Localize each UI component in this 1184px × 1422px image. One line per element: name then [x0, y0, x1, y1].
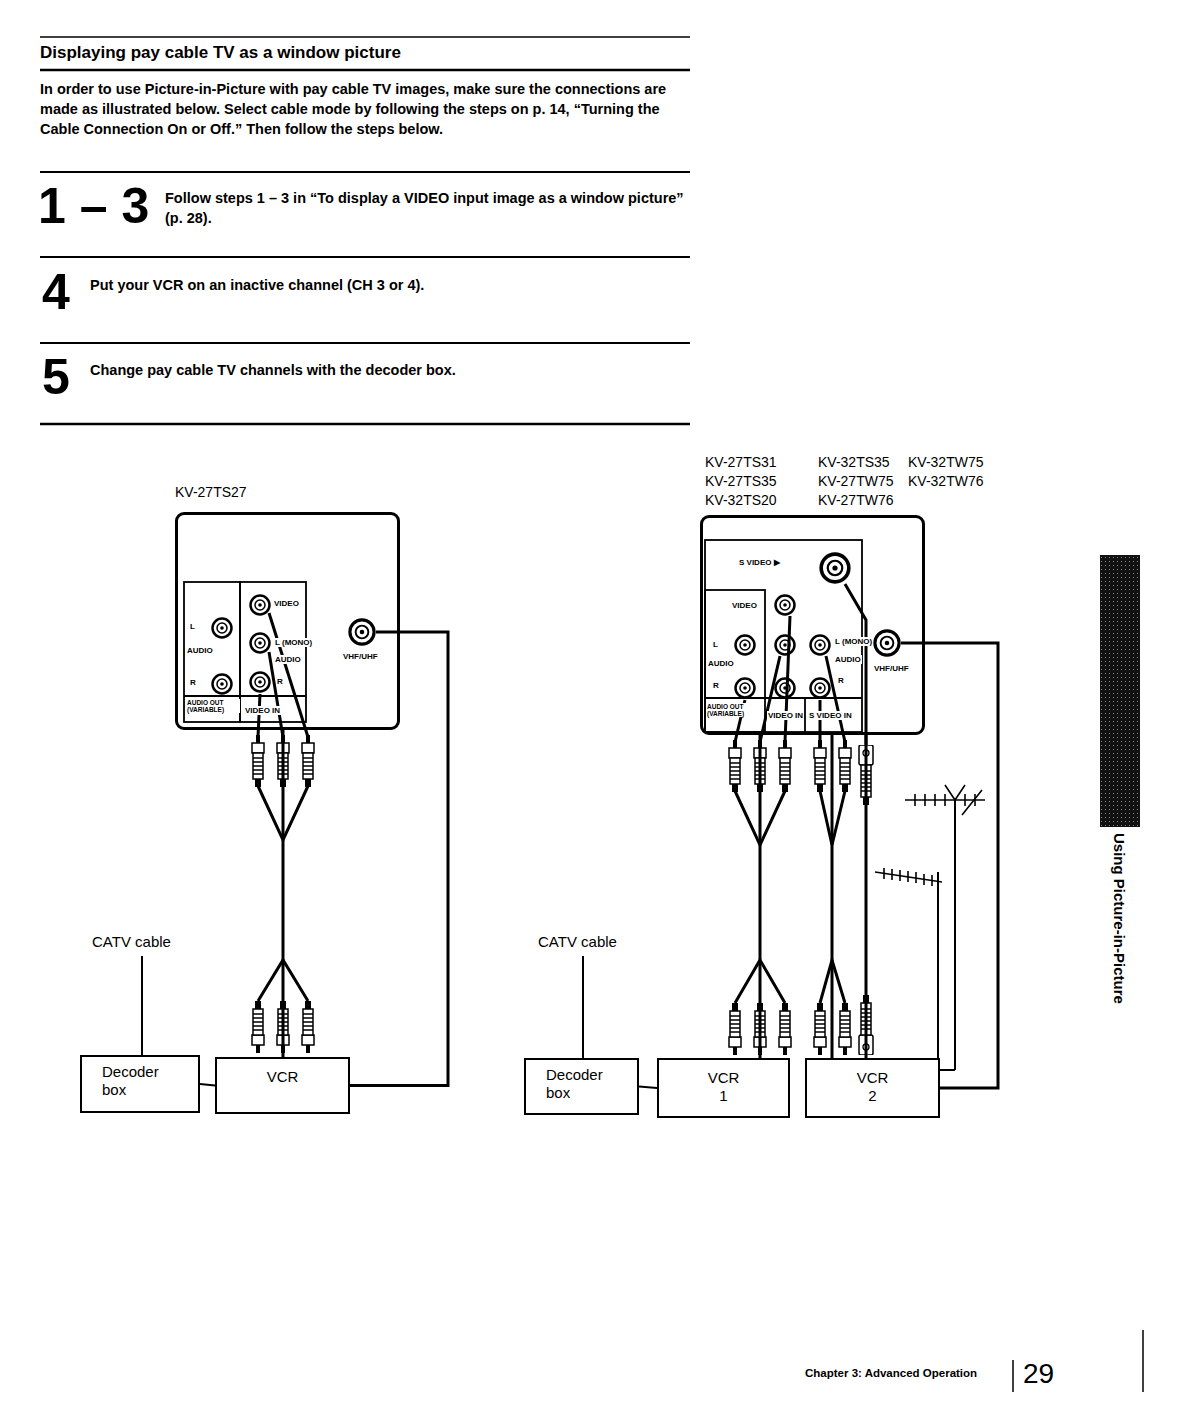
decoder-box: Decoder box	[524, 1058, 639, 1115]
jack-label: S VIDEO IN	[808, 711, 853, 720]
tv-rear-panel: VIDEO L AUDIO R AUDIO OUT (VARIABLE) L (MONO)…	[175, 512, 400, 730]
footer-text: Chapter 3: Advanced Operation	[805, 1367, 977, 1379]
jack-label: L (MONO)	[834, 637, 873, 646]
model-name: KV-32TS35	[818, 454, 890, 470]
jack-label: VHF/UHF	[342, 652, 379, 661]
jack-label: R	[276, 677, 284, 686]
jack-label: VIDEO IN	[767, 711, 804, 720]
step-text: Follow steps 1 – 3 in “To display a VIDE…	[165, 188, 685, 228]
cable-connector	[639, 1087, 657, 1089]
jack-label: AUDIO	[274, 655, 302, 664]
vcr-box: VCR	[215, 1057, 350, 1114]
jack-label: R	[189, 678, 197, 687]
jack-label: VHF/UHF	[873, 664, 910, 673]
model-name: KV-32TS20	[705, 492, 777, 508]
model-name: KV-27TS31	[705, 454, 777, 470]
model-name: KV-27TS35	[705, 473, 777, 489]
cable-connector	[925, 643, 998, 1088]
vcr-box: VCR 1	[657, 1058, 790, 1118]
cable-connector	[831, 735, 834, 1058]
jack-label: AUDIO	[834, 655, 862, 664]
jack-label: VIDEO	[731, 601, 758, 610]
step-number: 5	[42, 351, 70, 403]
decoder-box: Decoder box	[80, 1055, 200, 1113]
page-number: 29	[1023, 1358, 1054, 1390]
jack-label: AUDIO OUT (VARIABLE)	[706, 703, 764, 717]
box-label: Decoder box	[546, 1066, 603, 1102]
model-name: KV-27TW75	[818, 473, 893, 489]
jack-label: R	[712, 681, 720, 690]
model-name: KV-32TW76	[908, 473, 983, 489]
jack-label: AUDIO OUT (VARIABLE)	[186, 699, 240, 713]
jack-label: AUDIO	[707, 659, 735, 668]
jack-label: L	[189, 622, 196, 631]
jack-label: R	[837, 676, 845, 685]
device-label: VCR 1	[708, 1069, 740, 1105]
cable-connector	[200, 1084, 215, 1086]
jack-label: L	[712, 640, 719, 649]
jack-label: L (MONO)	[274, 638, 313, 647]
intro-paragraph: In order to use Picture-in-Picture with …	[40, 79, 695, 139]
jack-label: VIDEO IN	[244, 706, 281, 715]
cable-label: CATV cable	[90, 933, 173, 950]
cable-connector	[865, 735, 868, 1058]
chapter-tab: Using Picture-in-Picture	[1111, 833, 1128, 1004]
cable-connector	[282, 730, 285, 1057]
step-number: 1 – 3	[38, 180, 149, 232]
cable-connector	[759, 735, 762, 1058]
vcr-box: VCR 2	[805, 1058, 940, 1118]
step-number: 4	[42, 266, 70, 318]
jack-label: S VIDEO ▶	[738, 558, 781, 567]
section-title: Displaying pay cable TV as a window pict…	[40, 43, 401, 63]
tv-rear-panel: S VIDEO ▶ VIDEO L AUDIO R AUDIO OUT (VARIABLE…	[700, 515, 925, 735]
jack-label: VIDEO	[273, 599, 300, 608]
jack-label: AUDIO	[186, 646, 214, 655]
step-text: Change pay cable TV channels with the de…	[90, 360, 680, 380]
box-label: Decoder box	[102, 1063, 159, 1099]
step-text: Put your VCR on an inactive channel (CH …	[90, 275, 680, 295]
model-name: KV-32TW75	[908, 454, 983, 470]
cable-label: CATV cable	[536, 933, 619, 950]
model-name: KV-27TS27	[175, 484, 247, 500]
model-name: KV-27TW76	[818, 492, 893, 508]
device-label: VCR	[267, 1068, 299, 1086]
device-label: VCR 2	[857, 1069, 889, 1105]
